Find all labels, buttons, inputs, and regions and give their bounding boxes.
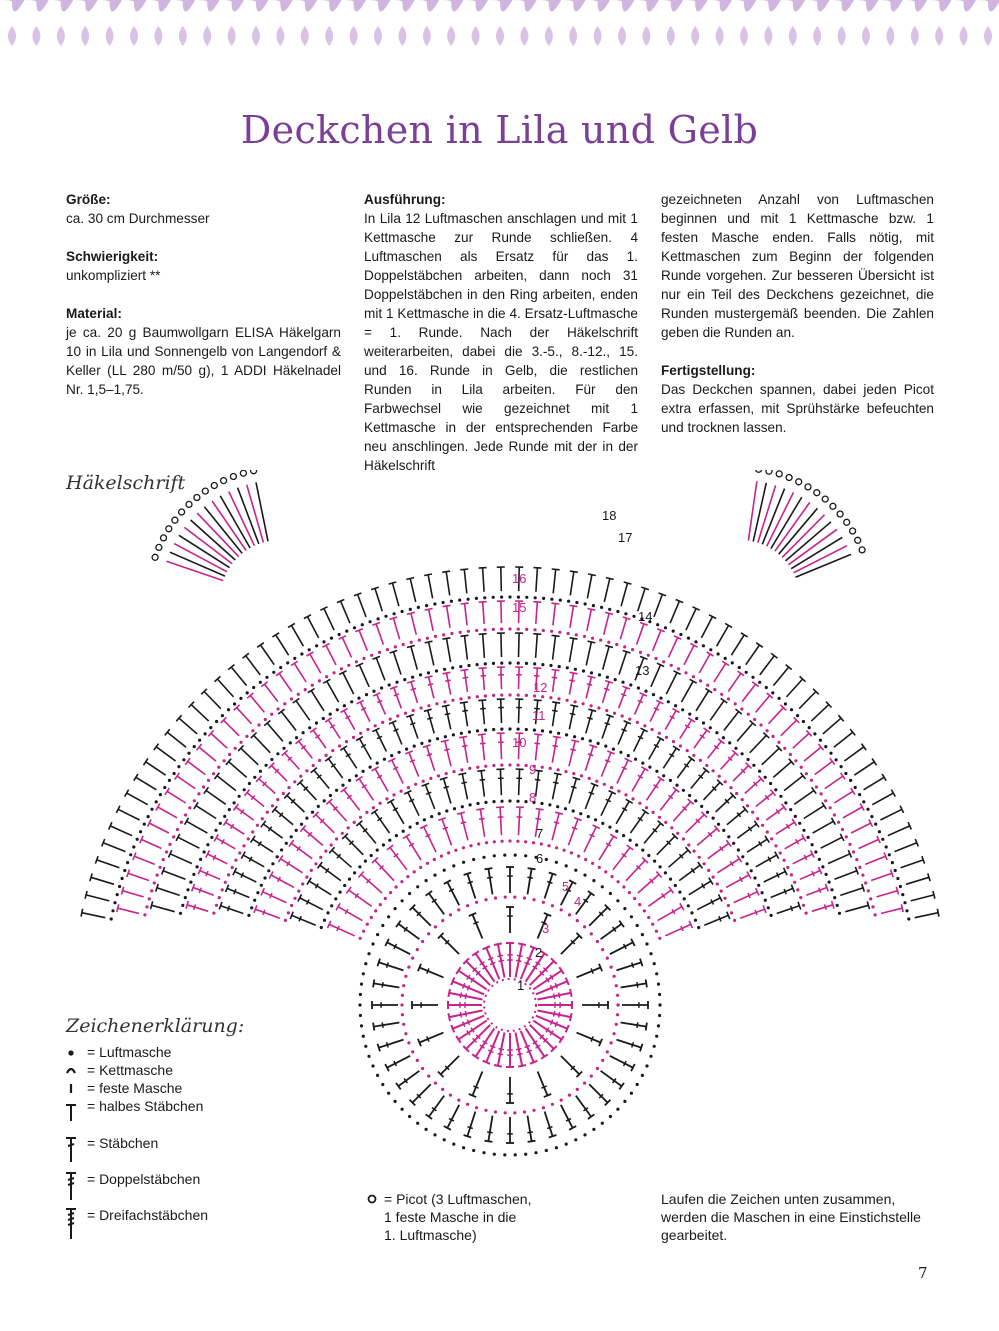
picot-icon [367,1194,377,1204]
picot-legend: = Picot (3 Luftmaschen, 1 feste Masche i… [366,1190,531,1244]
legend-label: = Kettmasche [87,1062,173,1078]
finishing-text: Das Deckchen spannen, dabei jeden Picot … [661,382,934,435]
difficulty-text: unkompliziert ** [66,268,161,283]
half-double-crochet-icon [66,1104,76,1121]
round-number: 7 [536,826,543,841]
double-crochet-icon [66,1137,76,1162]
page-number: 7 [918,1264,928,1282]
difficulty-heading: Schwierigkeit: [66,249,159,264]
round-number: 2 [535,945,542,960]
execution-heading: Ausführung: [364,192,446,207]
round-number: 16 [512,571,526,586]
material-heading: Material: [66,306,122,321]
size-text: ca. 30 cm Durchmesser [66,211,210,226]
round-number: 5 [562,879,569,894]
top-decorative-border [0,0,999,46]
legend-label: = Doppelstäbchen [87,1171,201,1187]
info-column-left: Größe: ca. 30 cm Durchmesser Schwierigke… [66,190,341,399]
round-number: 1 [517,978,524,993]
round-number: 13 [635,663,649,678]
round-number: 17 [618,530,632,545]
info-column-middle: Ausführung: In Lila 12 Luftmaschen ansch… [364,190,638,475]
legend-label: = Luftmasche [87,1044,172,1060]
round-number: 18 [602,508,616,523]
chart-label: Häkelschrift [66,472,186,494]
round-number: 6 [536,851,543,866]
legend-label: = feste Masche [87,1080,183,1096]
legend-label: = Dreifachstäbchen [87,1207,209,1223]
double-treble-crochet-icon [66,1208,76,1239]
round-number: 8 [529,790,536,805]
execution-text: In Lila 12 Luftmaschen anschlagen und mi… [364,211,638,473]
slip-stitch-arc-icon [66,1067,76,1074]
round-number: 14 [638,609,652,624]
picot-label: = Picot (3 Luftmaschen, 1 feste Masche i… [384,1191,532,1243]
round-number: 15 [512,600,526,615]
size-heading: Größe: [66,192,111,207]
legend-note: Laufen die Zeichen unten zusammen, werde… [661,1191,921,1243]
round-number: 11 [532,708,546,723]
legend-label: = Stäbchen [87,1135,159,1151]
execution-text-continued: gezeichneten Anzahl von Luftmaschen begi… [661,192,934,340]
treble-crochet-icon [66,1172,76,1200]
legend-label: = halbes Stäbchen [87,1098,204,1114]
chain-dot-icon [68,1050,74,1056]
info-column-right: gezeichneten Anzahl von Luftmaschen begi… [661,190,934,437]
round-number: 10 [512,735,526,750]
round-number: 4 [574,894,581,909]
round-number: 3 [542,921,549,936]
finishing-heading: Fertigstellung: [661,363,756,378]
round-number: 9 [529,762,536,777]
single-crochet-dash-icon [69,1084,73,1093]
material-text: je ca. 20 g Baumwollgarn ELISA Häkelgarn… [66,325,341,397]
legend-title: Zeichenerklärung: [66,1015,245,1037]
page-title: Deckchen in Lila und Gelb [240,108,759,152]
round-number: 12 [533,680,547,695]
